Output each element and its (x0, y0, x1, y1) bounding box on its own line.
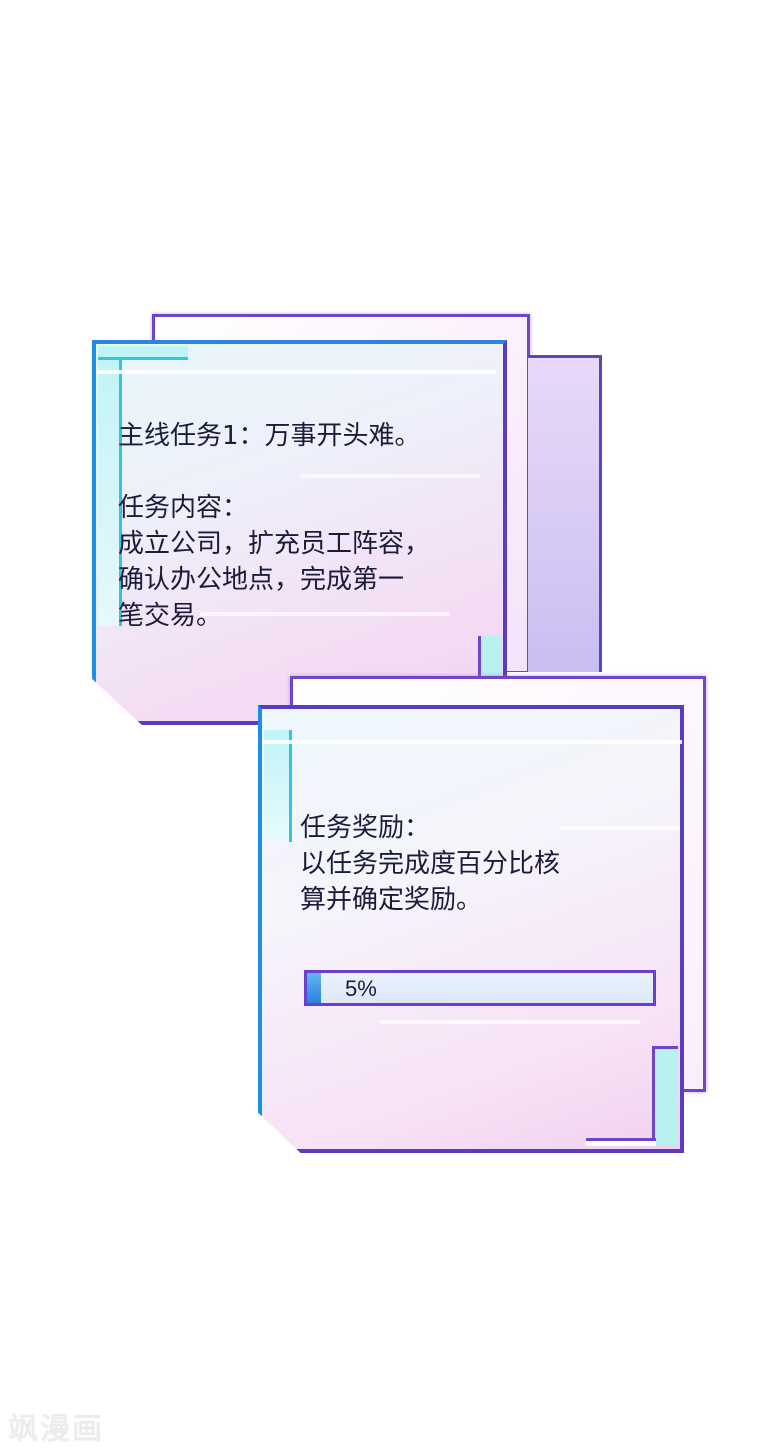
progress-label: 5% (345, 976, 377, 1001)
reward-line: 以任务完成度百分比核 (300, 849, 561, 879)
progress-fill (307, 973, 321, 1003)
quest-content-line: 成立公司，扩充员工阵容， (118, 529, 431, 559)
progress-bar: 5% (304, 970, 656, 1006)
glint-line (300, 474, 480, 478)
quest-content-label: 任务内容： (118, 493, 249, 523)
quest-text: 主线任务1：万事开头难。 任务内容： 成立公司，扩充员工阵容， 确认办公地点，完… (118, 418, 488, 634)
corner-accent-left (264, 730, 292, 842)
quest-content-line: 确认办公地点，完成第一 (118, 565, 405, 595)
reward-line: 算并确定奖励。 (300, 885, 483, 915)
corner-accent-bottom (586, 1138, 656, 1146)
quest-title: 主线任务1：万事开头难。 (118, 421, 421, 451)
glint-line (96, 370, 496, 374)
corner-accent-left (98, 346, 122, 626)
quest-content-line: 笔交易。 (118, 601, 223, 631)
glint-line (380, 1020, 640, 1024)
reward-text: 任务奖励： 以任务完成度百分比核 算并确定奖励。 (300, 810, 660, 918)
reward-panel (258, 705, 684, 1153)
glint-line (560, 826, 680, 830)
corner-accent-top (98, 346, 188, 360)
glint-line (200, 612, 450, 616)
quest-panel (92, 340, 507, 725)
reward-label: 任务奖励： (300, 813, 431, 843)
quest-panel-side-layer (528, 355, 602, 675)
watermark: 飒漫画 (8, 1412, 104, 1447)
glint-line (262, 740, 682, 744)
corner-accent-bottom-right (652, 1046, 678, 1146)
